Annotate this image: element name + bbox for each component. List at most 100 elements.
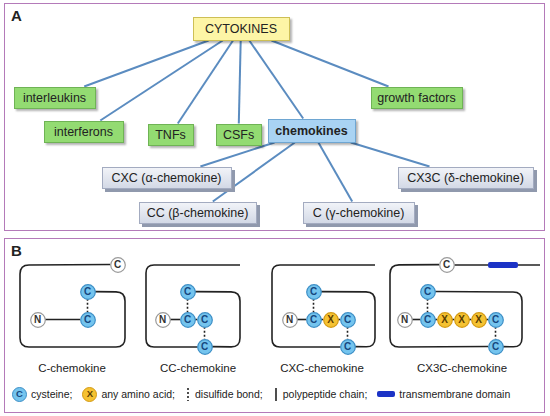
- polypeptide-chain: [195, 292, 240, 347]
- cysteine-circle: C: [420, 284, 436, 300]
- disulfide-bond: [87, 299, 89, 312]
- circle-shape: [80, 312, 95, 327]
- circle-shape: [306, 284, 321, 299]
- residue-letter: N: [159, 315, 166, 325]
- category-box: growth factors: [371, 87, 463, 109]
- box-label: CSFs: [223, 128, 254, 142]
- category-box: interferons: [44, 121, 124, 143]
- residue-letter: C: [492, 342, 499, 352]
- branch-line: [84, 41, 208, 87]
- legend-item: polypeptide chain;: [273, 387, 368, 402]
- branch-line: [239, 41, 241, 124]
- residue-letter: C: [184, 315, 191, 325]
- residue-letter: X: [475, 315, 482, 325]
- residue-letter: C: [84, 315, 91, 325]
- residue-letter: X: [458, 315, 465, 325]
- transmembrane-bar: [488, 262, 518, 268]
- legend-text: polypeptide chain;: [283, 388, 368, 400]
- circle-shape: [30, 312, 45, 327]
- box-label: CXC (α-chemokine): [111, 171, 221, 185]
- cysteine-circle: C: [197, 312, 213, 328]
- residue-letter: C: [344, 315, 351, 325]
- circle-shape: [488, 339, 503, 354]
- branch-line: [249, 41, 303, 119]
- circle-shape: [155, 312, 170, 327]
- residue-letter: N: [401, 315, 408, 325]
- legend-item: transmembrane domain: [377, 388, 510, 400]
- circle-shape: [110, 257, 125, 272]
- polypeptide-chain: [45, 319, 80, 321]
- circle-shape: [197, 312, 212, 327]
- circle-shape: [340, 312, 355, 327]
- disulfide-bond: [427, 299, 429, 312]
- circle-shape: [197, 339, 212, 354]
- category-box: CYTOKINES: [193, 17, 290, 41]
- residue-letter: C: [492, 315, 499, 325]
- panel-letter: A: [11, 7, 22, 24]
- amino-acid-circle: X: [471, 312, 487, 328]
- box-label: CX3C (δ-chemokine): [407, 171, 524, 185]
- terminus-circle: C: [439, 257, 455, 273]
- legend-circle: X: [82, 387, 97, 402]
- polypeptide-chain: [412, 319, 420, 321]
- cysteine-circle: C: [180, 312, 196, 328]
- dotted-line-sample: [187, 388, 189, 401]
- circle-shape: [180, 312, 195, 327]
- residue-letter: C: [310, 315, 317, 325]
- terminus-circle: N: [30, 312, 46, 328]
- cysteine-circle: C: [80, 312, 96, 328]
- disulfide-bond: [347, 327, 349, 339]
- cysteine-circle: C: [420, 312, 436, 328]
- residue-letter: X: [441, 315, 448, 325]
- branch-line: [318, 143, 352, 202]
- chain-tail: [272, 265, 375, 347]
- residue-letter: C: [201, 315, 208, 325]
- subclass-box: CC (β-chemokine): [139, 202, 257, 224]
- subclass-box: C (γ-chemokine): [303, 202, 415, 224]
- residue-letter: C: [201, 342, 208, 352]
- cysteine-circle: C: [180, 284, 196, 300]
- circle-shape: [488, 312, 503, 327]
- legend-text: any amino acid;: [101, 388, 175, 400]
- branch-line: [272, 41, 389, 87]
- legend-text: transmembrane domain: [399, 388, 510, 400]
- structure-name: CC-chemokine: [133, 362, 263, 374]
- cysteine-circle: C: [197, 339, 213, 355]
- category-box: interleukins: [14, 87, 96, 109]
- box-label: interferons: [54, 125, 113, 139]
- residue-letter: C: [84, 287, 91, 297]
- amino-acid-circle: X: [437, 312, 453, 328]
- polypeptide-chain: [297, 319, 306, 321]
- circle-shape: [180, 284, 195, 299]
- legend-item: Ccysteine;: [12, 387, 72, 402]
- residue-letter: C: [114, 260, 121, 270]
- branch-line: [200, 143, 274, 167]
- cysteine-circle: C: [488, 312, 504, 328]
- legend-circle: C: [12, 387, 27, 402]
- legend-letter: C: [16, 389, 23, 399]
- cysteine-circle: C: [306, 312, 322, 328]
- legend-bar: [377, 391, 395, 397]
- box-label: growth factors: [377, 91, 456, 105]
- circle-shape: [340, 339, 355, 354]
- box-label: CC (β-chemokine): [147, 206, 249, 220]
- cysteine-circle: C: [80, 284, 96, 300]
- residue-letter: N: [286, 315, 293, 325]
- cysteine-circle: C: [306, 284, 322, 300]
- circle-shape: [282, 312, 297, 327]
- legend: Ccysteine;Xany amino acid;disulfide bond…: [12, 386, 520, 402]
- branch-line: [178, 41, 233, 124]
- legend-line: [185, 387, 191, 402]
- polypeptide-chain: [321, 292, 375, 347]
- box-label: chemokines: [275, 124, 347, 138]
- legend-line: [273, 387, 279, 402]
- residue-letter: X: [327, 315, 334, 325]
- legend-letter: X: [87, 389, 93, 399]
- circle-shape: [439, 257, 454, 272]
- residue-letter: C: [424, 315, 431, 325]
- panel-a-frame: ACYTOKINESinterleukinsinterferonsTNFsCSF…: [4, 3, 545, 231]
- polypeptide-chain: [20, 265, 125, 348]
- circle-shape: [323, 312, 338, 327]
- branch-line: [100, 41, 222, 121]
